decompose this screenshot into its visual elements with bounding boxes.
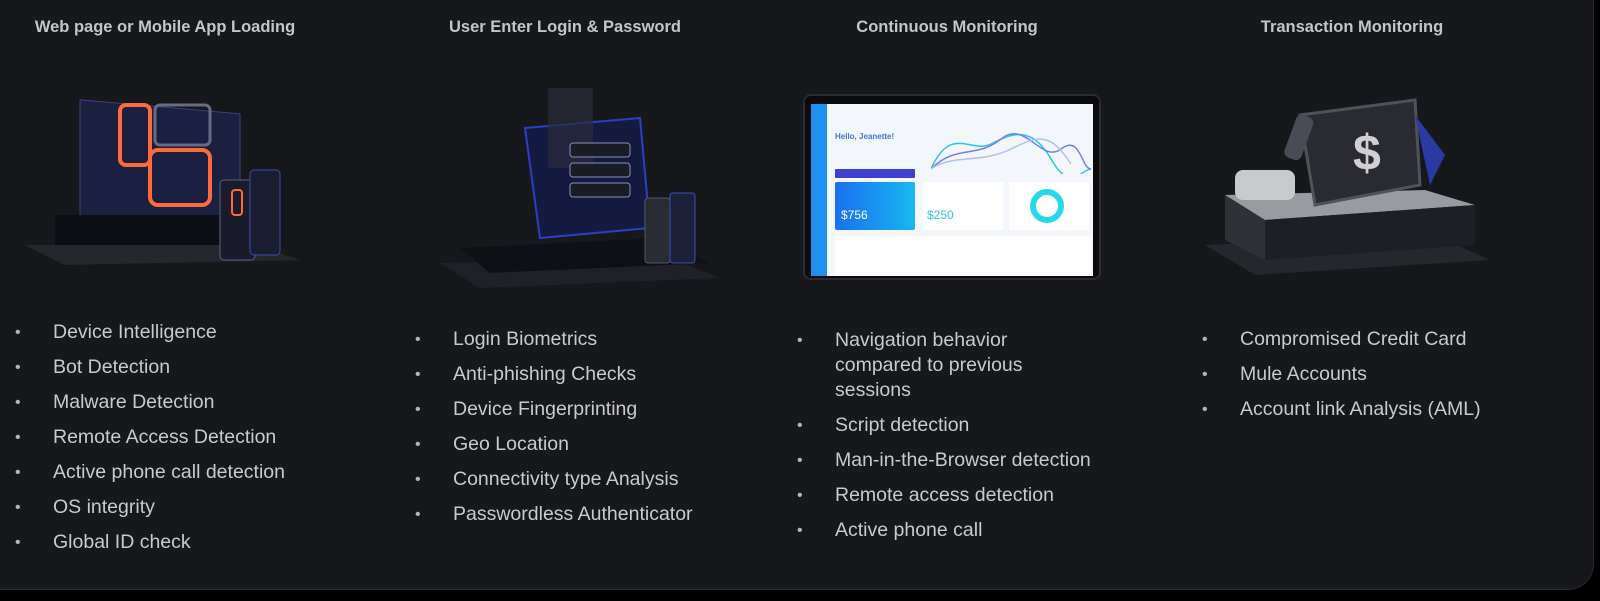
list-item: •Geo Location [415, 433, 570, 455]
list-item: •Compromised Credit Card [1202, 328, 1467, 350]
list-item: •Man-in-the-Browser detection [797, 449, 1091, 471]
column-heading: Continuous Monitoring [856, 18, 1038, 36]
list-item: •Bot Detection [15, 356, 171, 378]
list-item: •Remote Access Detection [15, 426, 277, 448]
feature-list: •Device Intelligence •Bot Detection •Mal… [15, 320, 313, 565]
dashboard-balance-card: $756 [835, 182, 915, 230]
feature-list: •Navigation behavior compared to previou… [797, 328, 1095, 553]
devices-illustration-icon [25, 99, 300, 265]
list-item: •OS integrity [15, 496, 155, 518]
payment-value: $250 [927, 208, 954, 222]
list-item: •Account link Analysis (AML) [1202, 398, 1481, 420]
balance-value: $756 [841, 208, 868, 222]
pos-terminal-illustration-icon: $ [1205, 98, 1490, 275]
feature-list: •Compromised Credit Card •Mule Accounts … [1202, 327, 1500, 432]
list-item: •Device Fingerprinting [415, 398, 638, 420]
list-item: •Script detection [797, 414, 970, 436]
dashboard-greeting: Hello, Jeanette! [835, 132, 895, 141]
list-item: •Connectivity type Analysis [415, 468, 679, 490]
dashboard-screenshot: Hello, Jeanette! $756 $250 [803, 94, 1101, 280]
list-item: •Malware Detection [15, 391, 215, 413]
dashboard-line-chart [931, 133, 1091, 174]
list-item: •Navigation behavior compared to previou… [797, 329, 1023, 401]
list-item: •Active phone call [797, 519, 983, 541]
list-item: •Anti-phishing Checks [415, 363, 637, 385]
list-item: •Device Intelligence [15, 321, 217, 343]
column-heading: Transaction Monitoring [1260, 18, 1444, 36]
panel: Web page or Mobile App Loading •Device I… [0, 0, 1594, 590]
dashboard-savings-card [1009, 182, 1089, 230]
column-heading: Web page or Mobile App Loading [34, 18, 296, 36]
dashboard-sidebar [811, 104, 827, 276]
list-item: •Remote access detection [797, 484, 1054, 506]
list-item: •Passwordless Authenticator [415, 503, 693, 525]
laptop-login-illustration-icon [440, 88, 720, 288]
column-heading: User Enter Login & Password [449, 18, 681, 36]
dashboard-payment-card: $250 [923, 182, 1003, 230]
list-item: •Login Biometrics [415, 328, 598, 350]
svg-text:$: $ [1353, 125, 1381, 181]
dashboard-bar [835, 169, 915, 178]
list-item: •Global ID check [15, 531, 191, 553]
feature-list: •Login Biometrics •Anti-phishing Checks … [415, 327, 713, 537]
dashboard-transactions [835, 236, 1091, 276]
list-item: •Mule Accounts [1202, 363, 1367, 385]
list-item: •Active phone call detection [15, 461, 285, 483]
